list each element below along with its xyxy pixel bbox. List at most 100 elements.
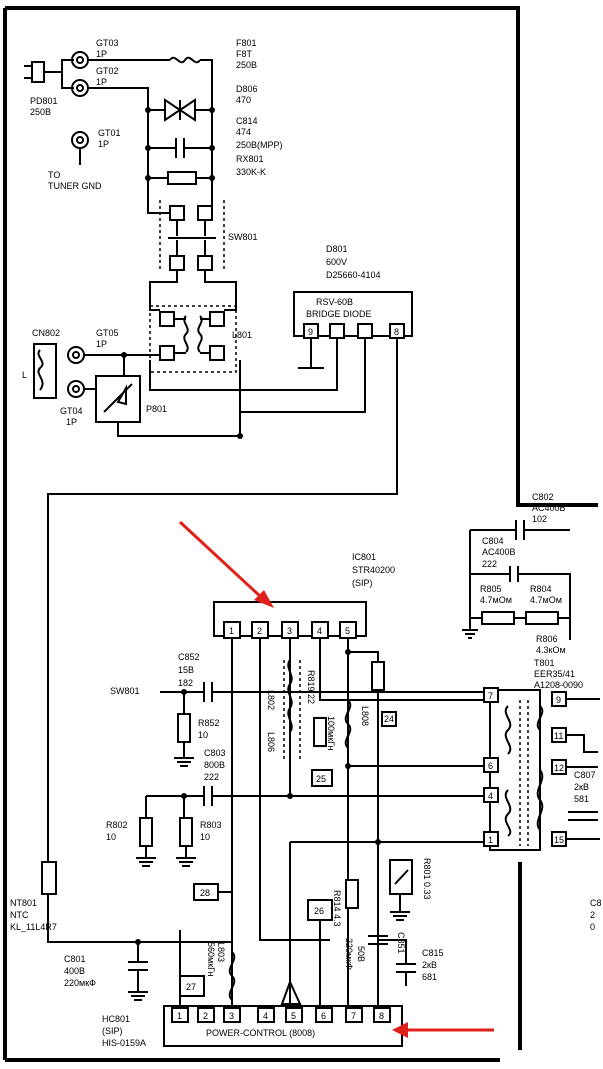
r805-resistor-icon (481, 611, 515, 625)
transformer-icon (483, 687, 600, 851)
t801-sub2: A1208-0090 (534, 680, 583, 690)
c804-label: C804 (482, 536, 504, 546)
c802-label: C802 (532, 492, 554, 502)
annotation-arrow-icon (392, 1022, 494, 1038)
hc-pin6: 6 (321, 1011, 326, 1021)
f801-sub1: F8T (236, 49, 253, 59)
box-27-label: 27 (186, 982, 196, 992)
t-pin6: 6 (488, 761, 493, 771)
ground-icon (136, 846, 156, 867)
l803-coil (228, 951, 236, 1001)
r804-resistor-icon (525, 611, 559, 625)
c851-val: 220мкФ (344, 938, 354, 970)
r803-sub: 10 (200, 832, 210, 842)
c807-sub2: 581 (574, 794, 589, 804)
l808-label: L808 (360, 706, 370, 726)
ic-pin4-line (319, 638, 484, 701)
ic-pin2: 2 (257, 626, 262, 636)
d806-sub: 470 (236, 95, 251, 105)
rx801-label: RX801 (236, 154, 264, 164)
r805-label: R805 (480, 584, 502, 594)
ic-pin4: 4 (317, 626, 322, 636)
r-top-lead (348, 651, 379, 662)
ground-icon (390, 894, 410, 921)
r802-resistor-icon (139, 817, 153, 847)
ground-icon (280, 979, 302, 1005)
ic-pin5: 5 (345, 626, 350, 636)
f801-label: F801 (236, 38, 257, 48)
junction (345, 763, 351, 769)
c804-sub2: 222 (482, 559, 497, 569)
nt801-label: NT801 (10, 898, 37, 908)
t801-label: T801 (534, 658, 555, 668)
bridge-ac-line-1 (149, 338, 338, 391)
gt01-terminal (71, 131, 89, 149)
box-24-label: 24 (384, 714, 394, 724)
gt05-terminal (67, 346, 85, 364)
r819-resistor-icon (313, 717, 327, 747)
t-pin12: 12 (554, 763, 564, 773)
ground-icon (462, 629, 478, 639)
c807-label: C807 (574, 770, 596, 780)
r801-label: R801 0.33 (422, 858, 432, 900)
c815-capacitor-icon (378, 939, 416, 986)
l808-val: 100мкГн (326, 716, 336, 751)
gt03-sub: 1P (96, 49, 107, 59)
sw801-left-label: SW801 (110, 686, 140, 696)
bridge-pin-ac1 (329, 323, 345, 339)
pd801-label: PD801 (30, 96, 58, 106)
c801-capacitor-icon (128, 942, 148, 1001)
f801-sub2: 250B (236, 60, 257, 70)
box-24 (381, 711, 397, 727)
ic801-sub2: (SIP) (352, 578, 373, 588)
l802-label: L802 (266, 690, 276, 710)
nt801-sub2: KL_11L4R7 (10, 922, 57, 932)
cn802-connector (33, 343, 57, 399)
d801-label: D801 (326, 244, 348, 254)
gt04-terminal-inner (72, 385, 80, 393)
bridge-ac-line-2 (239, 338, 366, 413)
hc-pin1: 1 (177, 1011, 182, 1021)
bridge-pin-8-label: 8 (394, 327, 399, 337)
c804-capacitor-icon (469, 530, 571, 640)
hc801-pin1-lead (179, 930, 232, 1016)
r806-label: R806 (536, 634, 558, 644)
c852-sub2: 182 (178, 678, 193, 688)
gt04-terminal (67, 380, 85, 398)
c8-partial-sub1: 2 (590, 910, 595, 920)
ic801-sub1: STR40200 (352, 565, 395, 575)
c802-sub1: AC400B (532, 503, 566, 513)
ic-pin2-line (259, 638, 330, 941)
t-pin1: 1 (488, 835, 493, 845)
hc-pin5: 5 (291, 1011, 296, 1021)
c802-capacitor-icon (470, 520, 570, 540)
c815-sub2: 681 (422, 972, 437, 982)
nt801-sub1: NTC (10, 910, 29, 920)
t-pin7: 7 (488, 691, 493, 701)
l801-label: L801 (232, 330, 252, 340)
t-pin15: 15 (554, 835, 564, 845)
cn802-coil (37, 349, 44, 391)
t-pin9: 9 (556, 695, 561, 705)
c802-sub2: 102 (532, 514, 547, 524)
c814-label: C814 (236, 116, 258, 126)
r804-label: R804 (530, 584, 552, 594)
bridge-label-2: BRIDGE DIODE (306, 309, 372, 319)
r805-sub: 4.7мОм (480, 595, 512, 605)
l806-label: L806 (266, 732, 276, 752)
c815-label: C815 (422, 948, 444, 958)
hc-pin7: 7 (351, 1011, 356, 1021)
gt05-sub: 1P (96, 339, 107, 349)
p801-slash (103, 383, 133, 413)
c815-sub1: 2кВ (422, 960, 437, 970)
hc801-pins (171, 1007, 391, 1023)
ic-pin3: 3 (287, 626, 292, 636)
l-label: L (22, 370, 27, 380)
t-pin11: 11 (554, 731, 563, 741)
c814-sub1: 474 (236, 127, 251, 137)
c852-sub1: 15B (178, 665, 194, 675)
c851-v: 50B (356, 946, 366, 962)
r852-resistor-icon (177, 713, 191, 743)
line-rail-left (88, 87, 149, 200)
nt801-lead (47, 894, 180, 943)
